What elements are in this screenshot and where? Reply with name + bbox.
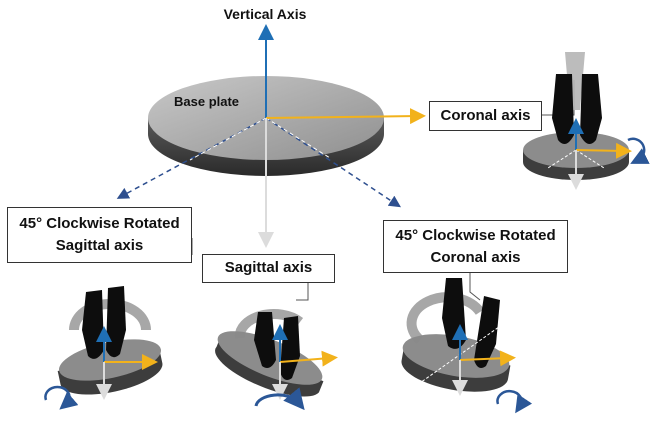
foot-left [254, 312, 276, 368]
rotated-coronal-foot-setup [401, 278, 533, 414]
sagittal-foot-setup [215, 309, 338, 411]
rotation-arrow-icon [496, 389, 533, 414]
rotated-coronal-label-box: 45° Clockwise Rotated Coronal axis [383, 220, 568, 273]
vertical-axis-label: Vertical Axis [224, 6, 307, 22]
coronal-foot-setup [523, 52, 650, 190]
base-plate-label: Base plate [174, 94, 239, 109]
rotated-coronal-label-line2: Coronal axis [430, 249, 521, 266]
foot-right [474, 296, 500, 368]
rotated-sagittal-label-box: 45° Clockwise Rotated Sagittal axis [7, 207, 192, 263]
rotation-arrow-icon [44, 385, 79, 410]
rotated-sagittal-label-line2: Sagittal axis [55, 237, 144, 254]
coronal-axis-line [265, 108, 426, 125]
rotation-arrow-icon [627, 137, 650, 164]
rotated-sagittal-label-line1: 45° Clockwise Rotated [19, 215, 180, 232]
sagittal-axis-label-box: Sagittal axis [202, 254, 335, 283]
rotated-sagittal-axis-line [116, 117, 267, 199]
rotated-coronal-label-line1: 45° Clockwise Rotated [395, 227, 556, 244]
sagittal-axis-label: Sagittal axis [224, 259, 313, 276]
foot-right [580, 74, 602, 144]
rotated-coronal-axis-line [265, 117, 402, 208]
coronal-axis-label: Coronal axis [440, 107, 531, 124]
rotated-sagittal-foot-setup [44, 286, 163, 410]
rotation-arrow-icon [254, 387, 305, 411]
coronal-axis-label-box: Coronal axis [429, 101, 542, 131]
